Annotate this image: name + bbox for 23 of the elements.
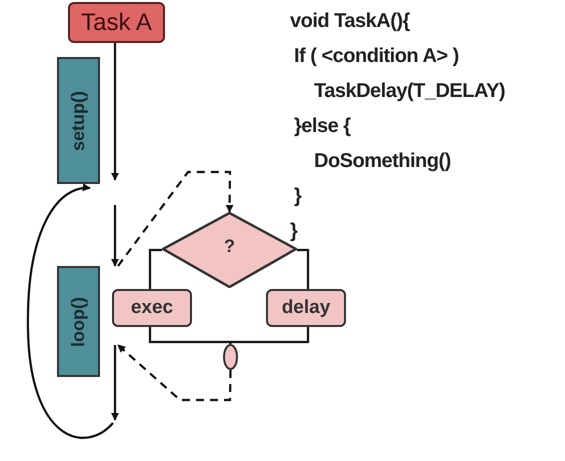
function-box: setup() bbox=[57, 57, 100, 184]
connector-line bbox=[148, 327, 232, 344]
oval-connector bbox=[223, 344, 238, 370]
task-box: Task A bbox=[68, 2, 165, 43]
connector-line bbox=[297, 248, 310, 289]
code-line: TaskDelay(T_DELAY) bbox=[314, 79, 506, 104]
arrow bbox=[111, 43, 119, 181]
connector-line bbox=[148, 248, 162, 289]
code-line: } bbox=[294, 184, 302, 209]
arrow bbox=[117, 170, 234, 267]
code-line: If ( <condition A> ) bbox=[294, 44, 460, 69]
arrow bbox=[111, 205, 119, 267]
arrow bbox=[111, 345, 119, 421]
function-box: loop() bbox=[57, 266, 100, 377]
code-line: } bbox=[290, 219, 298, 244]
connector-line bbox=[228, 327, 310, 344]
code-line: void TaskA(){ bbox=[290, 9, 411, 34]
arrow bbox=[117, 344, 232, 402]
action-box: delay bbox=[266, 289, 346, 327]
code-line: }else { bbox=[294, 114, 352, 139]
code-line: DoSomething() bbox=[314, 149, 452, 174]
action-box: exec bbox=[112, 289, 192, 327]
arrow bbox=[26, 184, 114, 439]
